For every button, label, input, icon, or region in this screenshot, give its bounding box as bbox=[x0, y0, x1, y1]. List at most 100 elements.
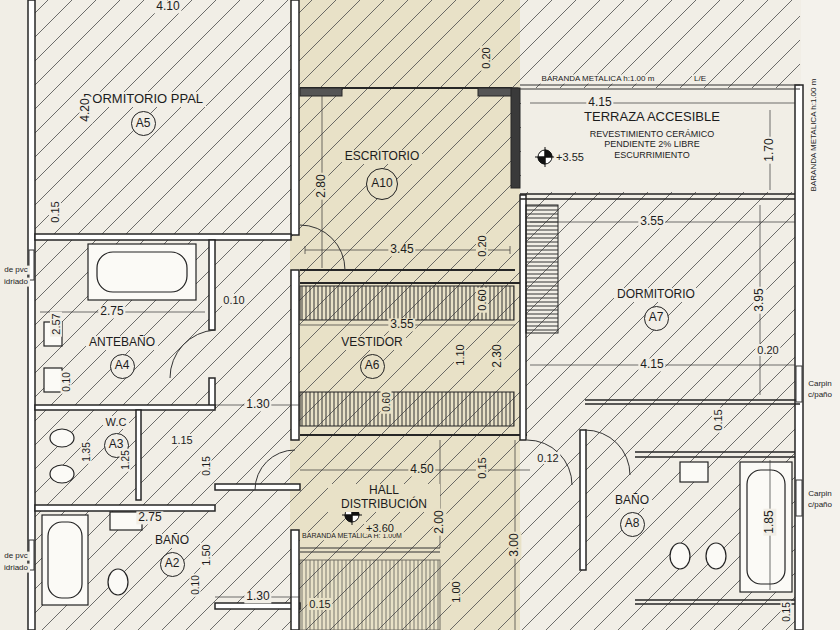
sanitary-fixtures-part bbox=[44, 368, 62, 392]
walls-part bbox=[580, 430, 586, 570]
walls-part bbox=[585, 400, 800, 404]
sanitary-fixtures bbox=[42, 244, 792, 605]
room-callout: A4 bbox=[110, 354, 135, 379]
walls-part bbox=[35, 234, 291, 240]
room-name: DORMITORIO bbox=[614, 288, 698, 302]
dimension-text: 0.60 bbox=[381, 390, 392, 413]
dimension-text: 0.12 bbox=[535, 452, 560, 464]
room-name: ANTEBAÑO bbox=[86, 336, 158, 350]
room-callout: A7 bbox=[644, 306, 669, 331]
closets-and-stairs-part bbox=[300, 560, 440, 630]
dimension-text: 1.30 bbox=[244, 398, 271, 411]
room-area: VESTIDOR A6 bbox=[317, 336, 427, 379]
room-callout: A10 bbox=[366, 168, 398, 200]
walls-part bbox=[215, 603, 300, 609]
sanitary-fixtures-part bbox=[740, 462, 792, 592]
edge-note: de pvc bbox=[2, 552, 30, 561]
dimension-text: 0.20 bbox=[480, 45, 492, 70]
room-area: BAÑOA8 bbox=[597, 494, 667, 537]
edge-note: c/paño bbox=[806, 391, 834, 400]
railings-part bbox=[520, 85, 800, 89]
edge-note: Carpin bbox=[806, 490, 834, 499]
floor-hatch-part bbox=[35, 0, 800, 630]
dimension-text: 0.20 bbox=[476, 233, 488, 258]
sanitary-fixtures-part bbox=[97, 252, 187, 292]
room-callout: A5 bbox=[131, 111, 156, 136]
dimension-text: 1.25 bbox=[120, 448, 131, 471]
floor-hatch-part bbox=[0, 0, 34, 630]
walls-part bbox=[136, 410, 141, 500]
dimension-text: 1.00 bbox=[450, 579, 462, 604]
sanitary-fixtures-part bbox=[747, 470, 785, 584]
edge-note: idriado bbox=[2, 564, 30, 573]
sanitary-fixtures-part bbox=[50, 465, 74, 483]
windows-part bbox=[796, 480, 802, 516]
dimension-text: 0.10 bbox=[221, 294, 246, 306]
dimension-text: 3.55 bbox=[388, 318, 415, 331]
room-callout: A2 bbox=[160, 552, 185, 577]
dimension-text: 1.50 bbox=[200, 542, 212, 567]
callout-code: A10 bbox=[371, 177, 392, 191]
callout-code: A8 bbox=[625, 517, 640, 531]
dimension-text: +3.60 bbox=[364, 522, 396, 534]
closets-and-stairs-part bbox=[526, 205, 558, 333]
windows-part bbox=[796, 366, 802, 402]
sanitary-fixtures-part bbox=[108, 569, 128, 595]
dimension-lines bbox=[40, 96, 795, 630]
callout-code: A2 bbox=[165, 557, 180, 571]
dimension-text: L/E bbox=[692, 75, 708, 84]
dimension-text: BARANDA METALICA h:1.00 m bbox=[540, 75, 657, 84]
dimension-lines-part bbox=[530, 103, 795, 104]
dimension-text: 4.20 bbox=[79, 96, 92, 123]
sanitary-fixtures-part bbox=[670, 543, 690, 569]
edge-note: idriado bbox=[2, 278, 30, 287]
walls-part bbox=[300, 88, 342, 96]
dimension-text: 4.10 bbox=[154, 0, 181, 13]
room-name: HALL DISTRIBUCIÓN bbox=[328, 484, 440, 512]
dimension-text: 0.15 bbox=[781, 600, 792, 623]
dimension-text: 0.15 bbox=[307, 598, 332, 610]
sanitary-fixtures-part bbox=[50, 429, 74, 447]
dimension-text: 3.45 bbox=[388, 243, 415, 256]
dimension-text: 2.00 bbox=[433, 508, 446, 535]
walls-part bbox=[35, 405, 215, 410]
dimension-text: 2.57 bbox=[50, 311, 62, 336]
room-area: HALL DISTRIBUCIÓN bbox=[328, 484, 440, 512]
floor-hatch-part bbox=[801, 0, 840, 630]
room-name: VESTIDOR bbox=[338, 336, 405, 350]
dimension-text: 1.15 bbox=[169, 434, 194, 446]
dimension-text: 2.80 bbox=[315, 172, 328, 199]
doors bbox=[170, 225, 630, 490]
callout-code: A6 bbox=[365, 359, 380, 373]
sanitary-fixtures-part bbox=[680, 462, 708, 482]
dimension-text: 4.15 bbox=[638, 358, 665, 371]
doors-part bbox=[170, 330, 215, 378]
room-name: TERRAZA ACCESIBLE bbox=[581, 110, 723, 125]
dimension-text: 0.15 bbox=[476, 455, 488, 480]
dimension-text: 0.15 bbox=[49, 199, 61, 224]
doors-part bbox=[585, 430, 630, 475]
room-area: DORMITORIO A7 bbox=[581, 288, 731, 331]
dimension-text: 1.85 bbox=[763, 508, 776, 535]
room-name: W.C bbox=[103, 416, 130, 429]
edge-note: Carpin bbox=[806, 380, 834, 389]
railings-part bbox=[300, 548, 440, 552]
room-callout: A8 bbox=[620, 512, 645, 537]
dimension-text: 2.75 bbox=[98, 305, 125, 318]
room-note: REVESTIMIENTO CERÁMICO PENDIENTE 2% LIBR… bbox=[574, 129, 730, 160]
room-callout: A6 bbox=[360, 354, 385, 379]
edge-note: de pvc bbox=[2, 266, 30, 275]
walls-part bbox=[635, 600, 795, 604]
walls-part bbox=[520, 194, 800, 199]
callout-code: A7 bbox=[649, 311, 664, 325]
sanitary-fixtures-part bbox=[88, 244, 196, 300]
walls-part bbox=[300, 270, 527, 283]
dimension-text: 3.00 bbox=[508, 531, 521, 558]
edge-note: BARANDA METALICA h:1.00 m bbox=[810, 77, 819, 194]
walls-part bbox=[209, 240, 215, 330]
sanitary-fixtures-part bbox=[706, 543, 726, 569]
closets-and-stairs-part bbox=[300, 392, 514, 426]
walls bbox=[28, 0, 803, 630]
room-area: ESCRITORIOA10 bbox=[317, 150, 447, 200]
